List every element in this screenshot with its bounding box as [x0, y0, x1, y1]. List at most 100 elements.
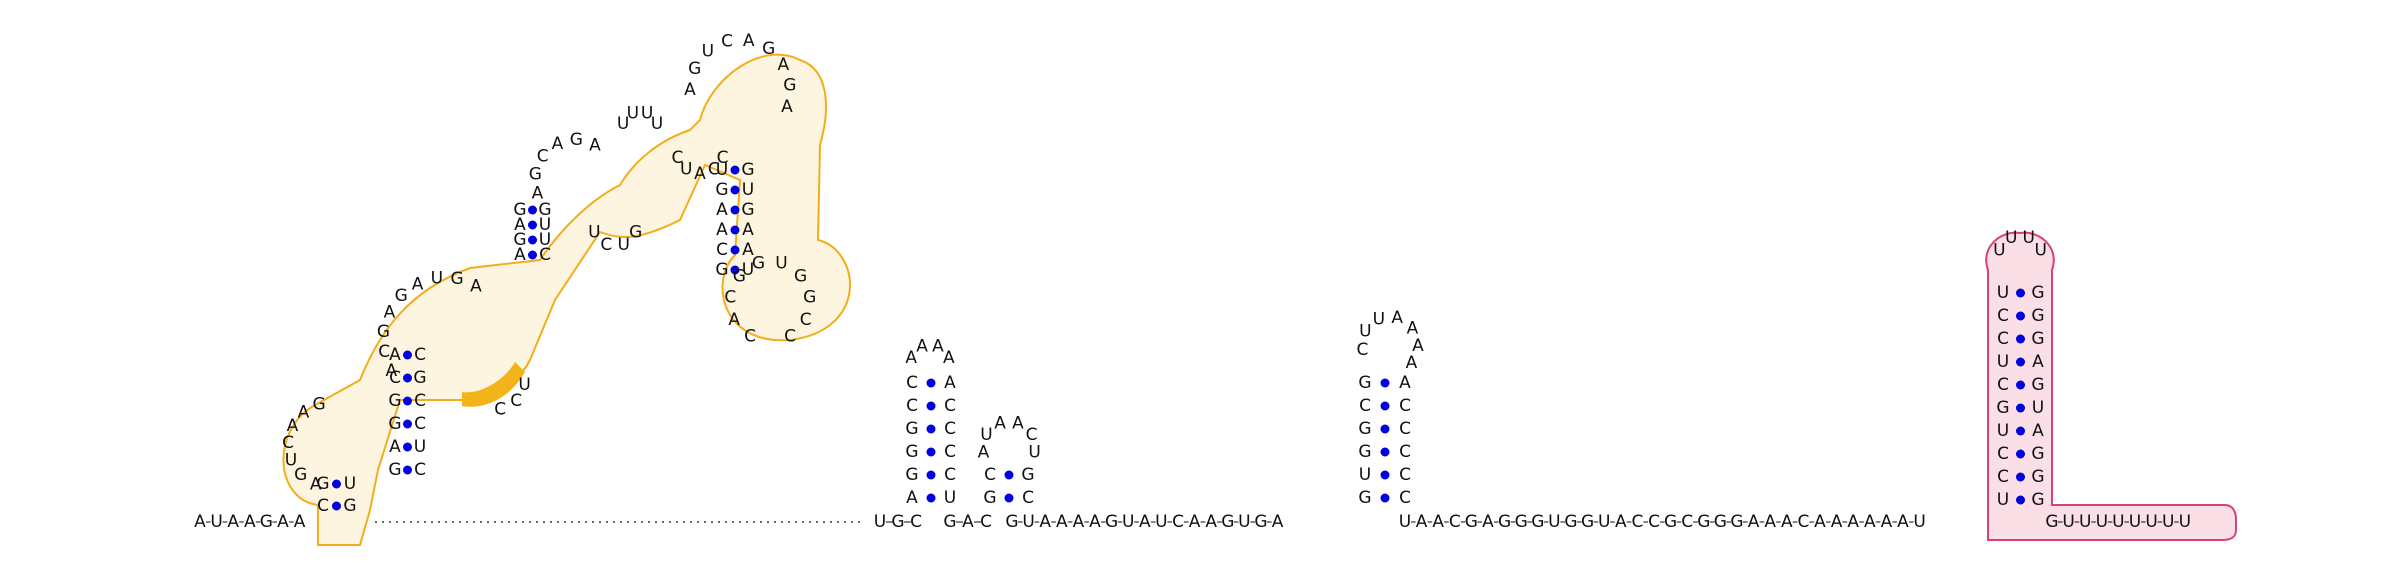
linker2-nucleotide: G [1664, 512, 1677, 532]
highlight-region-yellow [282, 53, 851, 546]
linker2-nucleotide: U [1548, 512, 1560, 532]
hairpin-a-nucleotide: C [944, 442, 956, 462]
base-pair-dot [2016, 311, 2025, 321]
three-prime-nucleotide: U [2062, 512, 2074, 532]
linker2-nucleotide: G [1730, 512, 1743, 532]
base-pair-dot [1380, 378, 1390, 388]
hairpin-c-nucleotide: U [1359, 465, 1371, 485]
base-pair-dot [2016, 472, 2025, 482]
three-prime-nucleotide: U [2079, 512, 2091, 532]
linker2-nucleotide: A [1897, 512, 1909, 532]
terminator-nucleotide: A [2032, 352, 2044, 372]
hairpin-a-nucleotide: C [906, 373, 918, 393]
hairpin-b-nucleotide: U [1028, 443, 1040, 463]
linker2-nucleotide: U [1598, 512, 1610, 532]
domain1-nucleotide: G [783, 76, 796, 96]
domain1-nucleotide: A [514, 245, 526, 265]
domain1-nucleotide: A [532, 184, 544, 204]
base-pair-dot [528, 205, 537, 215]
linker2-nucleotide: A [1847, 512, 1859, 532]
base-pair-dot [730, 205, 740, 215]
base-pair-dot [403, 350, 412, 360]
domain1-nucleotide: A [310, 474, 322, 494]
hairpin-c-nucleotide: G [1358, 373, 1371, 393]
linker2-nucleotide: A [1881, 512, 1893, 532]
linker2-nucleotide: A [1814, 512, 1826, 532]
base-pair-dot [2016, 334, 2025, 344]
linker2-nucleotide: G [1581, 512, 1594, 532]
domain1-nucleotide: G [316, 474, 329, 494]
terminator-nucleotide: U [2034, 240, 2046, 260]
domain1-nucleotide: C [744, 327, 756, 347]
domain1-nucleotide: A [412, 274, 424, 294]
domain1-nucleotide: G [752, 254, 765, 274]
base-pair-dot [926, 493, 936, 503]
domain1-nucleotide: G [395, 286, 408, 306]
domain1-nucleotide: G [741, 200, 754, 220]
linker2-nucleotide: A [1432, 512, 1444, 532]
domain1-nucleotide: A [777, 55, 789, 75]
hairpin-c-nucleotide: C [1399, 488, 1411, 508]
linker2-nucleotide: A [1764, 512, 1776, 532]
terminator-nucleotide: G [2031, 490, 2044, 510]
linker-nucleotide: U [1122, 512, 1134, 532]
domain1-nucleotide: G [513, 230, 526, 250]
linker2-nucleotide: U [1913, 512, 1925, 532]
domain1-nucleotide: A [694, 164, 706, 184]
domain1-nucleotide: C [317, 496, 329, 516]
hairpin-a-nucleotide: G [905, 465, 918, 485]
linker2-nucleotide: C [1631, 512, 1643, 532]
five-prime-nucleotide: A [227, 512, 239, 532]
linker2-nucleotide: C [1797, 512, 1809, 532]
hairpin-c-nucleotide: G [1358, 419, 1371, 439]
hairpin-c-nucleotide: C [1399, 442, 1411, 462]
hairpin-c-nucleotide: G [1358, 488, 1371, 508]
base-pair-dot [926, 424, 936, 434]
hairpin-b-nucleotide: G [983, 488, 996, 508]
linker2-nucleotide: G [1515, 512, 1528, 532]
domain1-nucleotide: G [313, 394, 326, 414]
terminator-nucleotide: G [2031, 467, 2044, 487]
hairpin-c-nucleotide: C [1359, 396, 1371, 416]
hairpin-b-nucleotide: C [984, 465, 996, 485]
domain1-nucleotide: A [716, 200, 728, 220]
hairpin-c-nucleotide: U [1359, 322, 1371, 342]
hairpin-c-nucleotide: C [1356, 340, 1368, 360]
terminator-nucleotide: U [1997, 421, 2009, 441]
domain1-nucleotide: U [627, 103, 639, 123]
terminator-nucleotide: G [2031, 375, 2044, 395]
base-pair-dot [926, 401, 936, 411]
domain1-nucleotide: U [431, 269, 443, 289]
base-pair-dot [1004, 470, 1014, 480]
domain1-nucleotide: G [741, 160, 754, 180]
hairpin-c-nucleotide: A [1399, 373, 1411, 393]
linker2-nucleotide: U [1399, 512, 1411, 532]
domain1-nucleotide: U [716, 160, 728, 180]
base-pair-dot [403, 396, 412, 406]
linker2-nucleotide: C [1449, 512, 1461, 532]
linker2-nucleotide: A [1864, 512, 1876, 532]
base-pair-dot [2016, 357, 2025, 367]
terminator-nucleotide: G [2031, 329, 2044, 349]
hairpin-a-nucleotide: G [943, 512, 956, 532]
domain1-nucleotide: A [389, 345, 401, 365]
linker-nucleotide: G [1254, 512, 1267, 532]
domain1-nucleotide: U [680, 160, 692, 180]
domain1-nucleotide: U [617, 114, 629, 134]
domain1-nucleotide: A [742, 240, 754, 260]
domain1-nucleotide: U [742, 180, 754, 200]
base-pair-dot [926, 378, 936, 388]
domain1-nucleotide: A [385, 361, 397, 381]
hairpin-a-nucleotide: C [906, 396, 918, 416]
base-pair-dot [1380, 447, 1390, 457]
hairpin-a-nucleotide: C [944, 419, 956, 439]
domain1-nucleotide: A [552, 134, 564, 154]
domain1-nucleotide: C [414, 391, 426, 411]
linker2-nucleotide: G [1564, 512, 1577, 532]
base-pair-dot [332, 501, 341, 511]
hairpin-a-nucleotide: A [916, 337, 928, 357]
linker-nucleotide: G [1221, 512, 1234, 532]
hairpin-b-nucleotide: G [1021, 465, 1034, 485]
three-prime-nucleotide: U [2112, 512, 2124, 532]
